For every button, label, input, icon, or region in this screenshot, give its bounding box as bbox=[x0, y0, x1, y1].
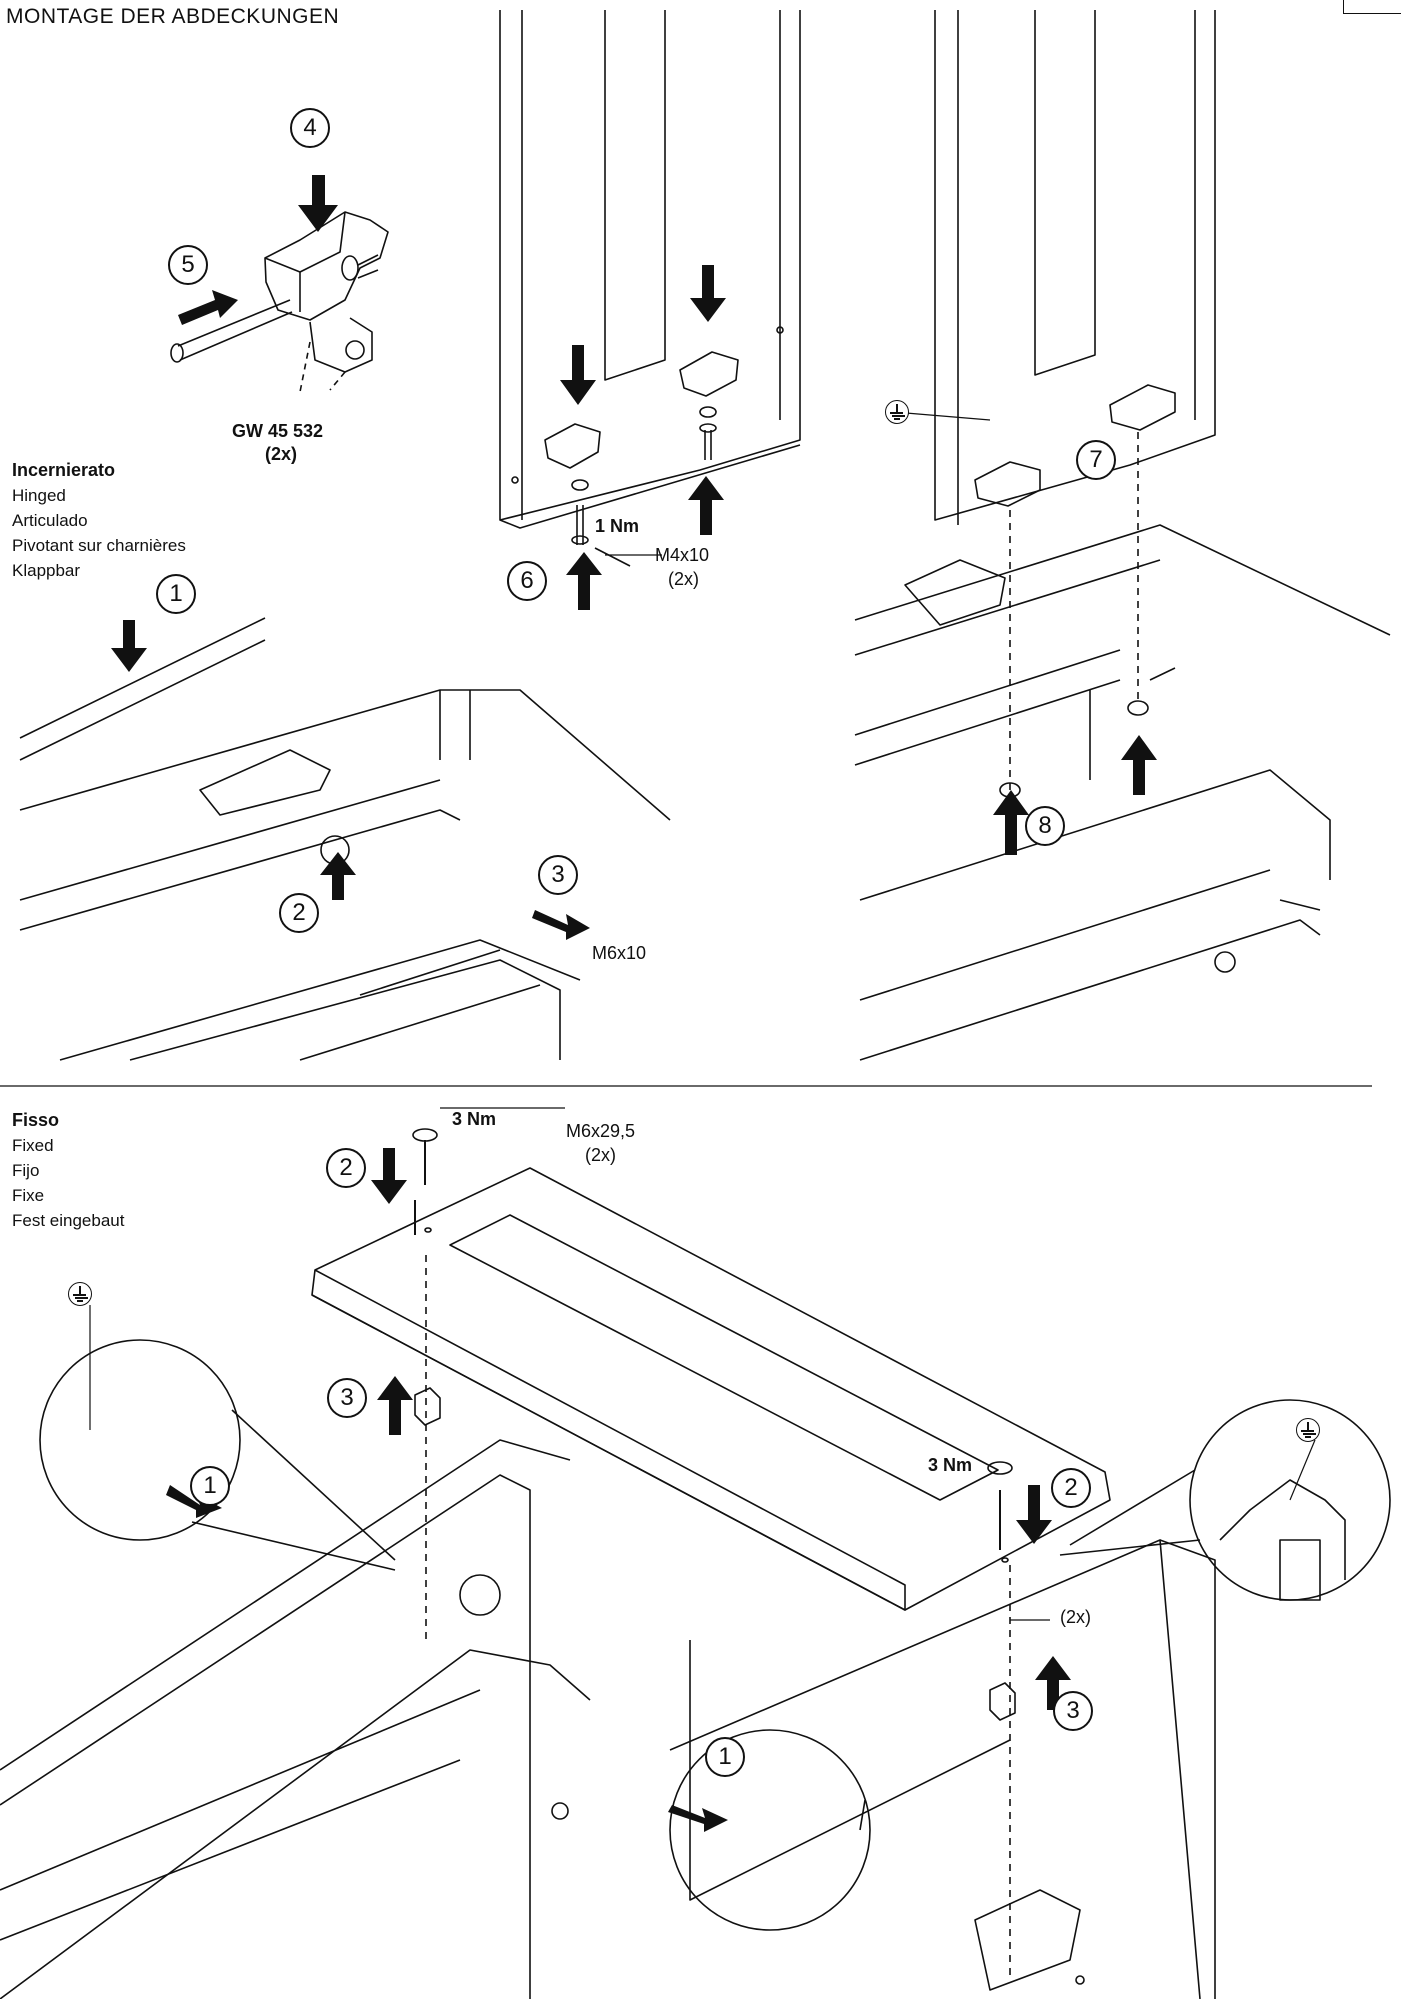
fixed-label-de: Fest eingebaut bbox=[12, 1211, 125, 1230]
hinged-label-it: Incernierato bbox=[12, 460, 116, 480]
part-quantity: (2x) bbox=[265, 444, 298, 464]
fixed-label-list: Fisso Fixed Fijo Fixe Fest eingebaut bbox=[12, 1108, 124, 1233]
cabinet-frame-top-right bbox=[854, 524, 1391, 1061]
step-number: 4 bbox=[290, 108, 330, 148]
hinge-part-drawing bbox=[170, 211, 389, 393]
hinged-label-en: Hinged bbox=[12, 486, 66, 505]
ground-icon bbox=[68, 1282, 92, 1306]
page-title: MONTAGE DER ABDECKUNGEN bbox=[6, 5, 340, 28]
direction-arrows bbox=[111, 175, 1157, 1832]
fixed-label-fr: Fixe bbox=[12, 1186, 45, 1205]
leader-lines bbox=[89, 412, 1316, 1621]
cabinet-frame-top-left bbox=[19, 617, 671, 1061]
step-number: 3 bbox=[327, 1378, 367, 1418]
screw-m4x10: M4x10 bbox=[655, 545, 710, 565]
step-number: 3 bbox=[538, 855, 578, 895]
torque-1nm: 1 Nm bbox=[595, 516, 640, 536]
hinged-label-fr: Pivotant sur charnières bbox=[12, 536, 186, 555]
screw-m6x29-qty: (2x) bbox=[585, 1145, 616, 1165]
step-number: 8 bbox=[1025, 806, 1065, 846]
screw-m6x10: M6x10 bbox=[592, 943, 647, 963]
fixed-label-en: Fixed bbox=[12, 1136, 54, 1155]
step-number: 2 bbox=[1051, 1468, 1091, 1508]
door-hinge-panel bbox=[934, 10, 1216, 798]
step-number: 7 bbox=[1076, 440, 1116, 480]
step-number: 3 bbox=[1053, 1691, 1093, 1731]
page-corner-frame bbox=[1343, 0, 1401, 14]
step-number: 1 bbox=[156, 574, 196, 614]
fixed-cover-panel bbox=[311, 1128, 1111, 1980]
hinged-label-de: Klappbar bbox=[12, 561, 81, 580]
ground-icon bbox=[885, 400, 909, 424]
hinged-door-panel bbox=[499, 10, 801, 567]
screw-m4x10-qty: (2x) bbox=[668, 569, 699, 589]
step-number: 1 bbox=[190, 1466, 230, 1506]
fixed-label-it: Fisso bbox=[12, 1110, 60, 1130]
fixed-label-es: Fijo bbox=[12, 1161, 40, 1180]
hinged-label-es: Articulado bbox=[12, 511, 88, 530]
step-number: 6 bbox=[507, 561, 547, 601]
torque-3nm-top: 3 Nm bbox=[452, 1109, 497, 1129]
part-code: GW 45 532 bbox=[232, 421, 324, 441]
step-number: 5 bbox=[168, 245, 208, 285]
step-number: 2 bbox=[326, 1148, 366, 1188]
torque-3nm-right: 3 Nm bbox=[928, 1455, 973, 1475]
detail-zoom-circles bbox=[39, 1339, 1391, 1931]
cabinet-frame-bottom bbox=[0, 1439, 1216, 1999]
step-number: 1 bbox=[705, 1737, 745, 1777]
hinged-label-list: Incernierato Hinged Articulado Pivotant … bbox=[12, 458, 186, 583]
ground-icon bbox=[1296, 1418, 1320, 1442]
step-number: 2 bbox=[279, 893, 319, 933]
quantity-label: (2x) bbox=[1060, 1607, 1091, 1627]
screw-m6x29: M6x29,5 bbox=[566, 1121, 636, 1141]
